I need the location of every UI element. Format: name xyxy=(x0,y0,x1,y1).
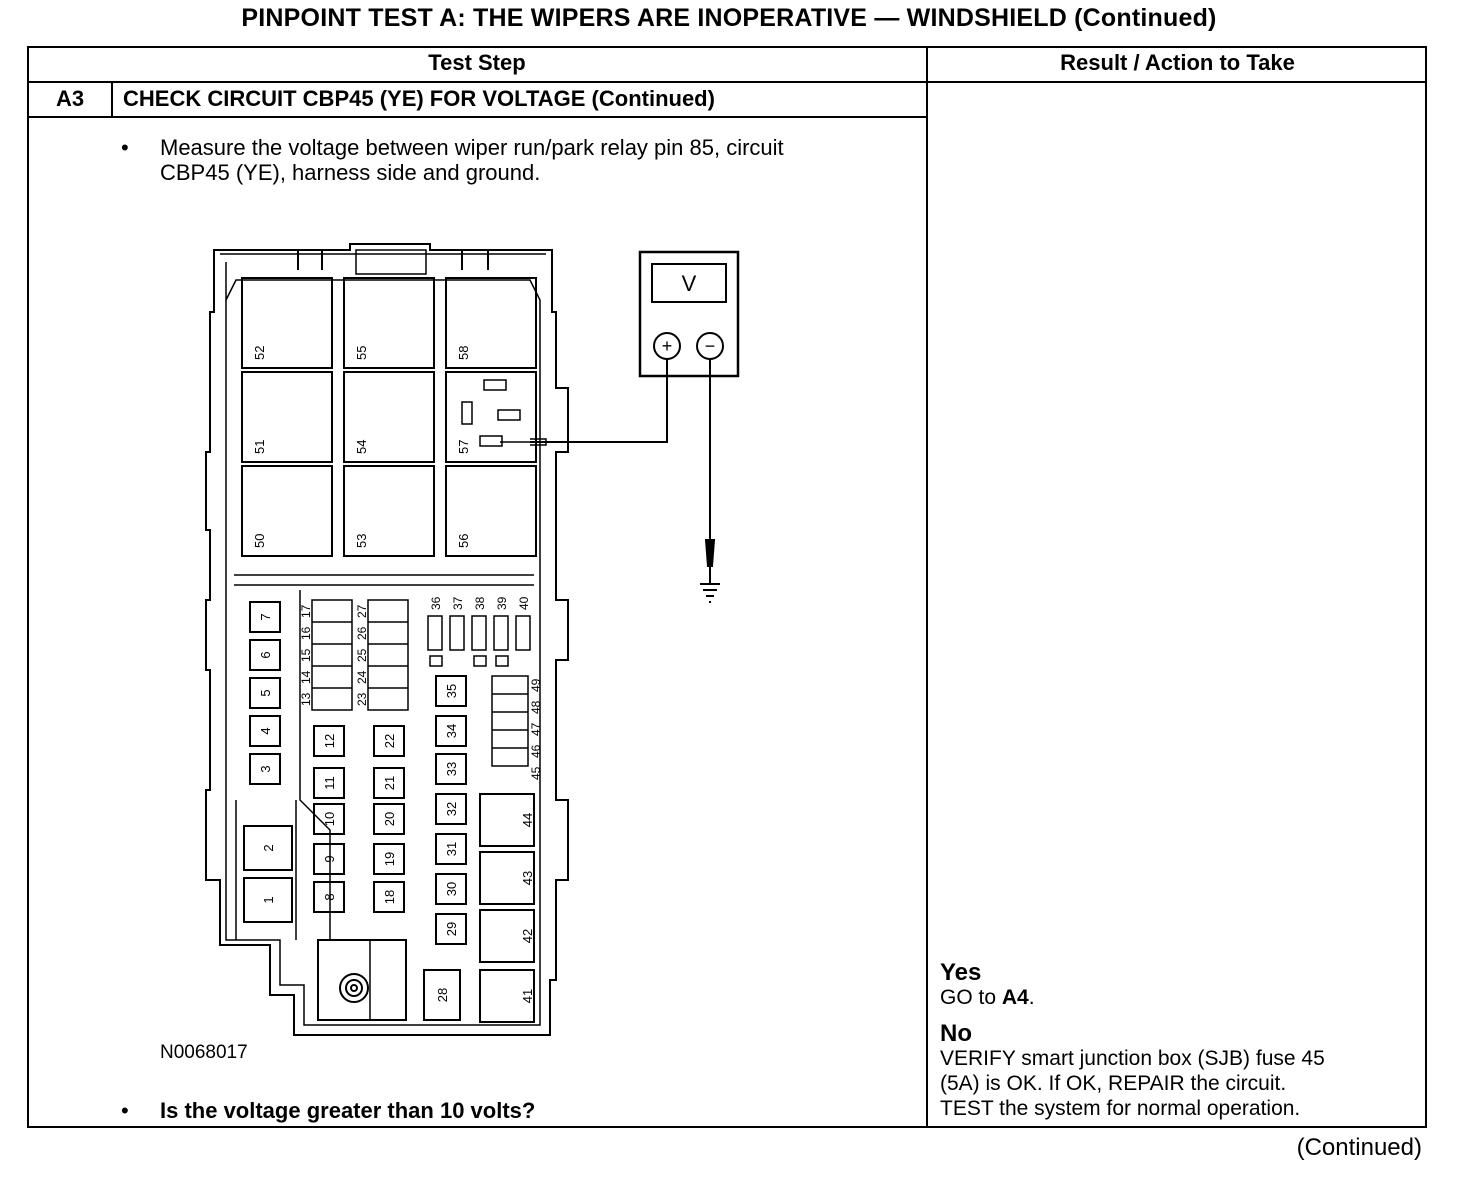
fuse-label: 1 xyxy=(261,896,276,903)
fuse-label: 10 xyxy=(322,812,337,826)
mini-fuse-label: 13 xyxy=(299,692,313,706)
relay-label: 55 xyxy=(354,346,369,360)
instruction-text: Measure the voltage between wiper run/pa… xyxy=(160,135,784,185)
voltmeter-display: V xyxy=(682,271,697,296)
mini-fuse-label: 25 xyxy=(355,648,369,662)
fuse-label: 2 xyxy=(261,844,276,851)
yes-action-target: A4 xyxy=(1001,986,1029,1009)
fuse-label: 22 xyxy=(382,734,397,748)
fuse-label: 7 xyxy=(258,613,273,620)
fuse-label: 12 xyxy=(322,734,337,748)
relay-label: 53 xyxy=(354,534,369,548)
instruction-line-1: Measure the voltage between wiper run/pa… xyxy=(160,135,784,160)
mini-fuse-label: 38 xyxy=(473,596,487,610)
no-action-line-2: (5A) is OK. If OK, REPAIR the circuit. xyxy=(940,1072,1287,1095)
relay-label: 50 xyxy=(252,534,267,548)
question-text: Is the voltage greater than 10 volts? xyxy=(160,1098,536,1123)
fuse-label: 34 xyxy=(444,724,459,738)
fuse-label: 42 xyxy=(520,929,535,943)
header-divider xyxy=(27,81,1427,83)
mini-fuse-label: 37 xyxy=(451,596,465,610)
header-result-action: Result / Action to Take xyxy=(1060,50,1295,75)
fuse-label: 43 xyxy=(520,871,535,885)
step-title: CHECK CIRCUIT CBP45 (YE) FOR VOLTAGE (Co… xyxy=(123,86,715,111)
figure-id: N0068017 xyxy=(160,1042,248,1063)
mini-fuse-label: 45 xyxy=(529,766,543,780)
fuse-label: 33 xyxy=(444,762,459,776)
step-title-divider xyxy=(27,116,927,118)
fuse-label: 41 xyxy=(520,989,535,1003)
fuse-box-diagram: 52 55 58 51 54 57 50 53 56 7 6 5 4 3 2 1 xyxy=(205,243,740,1036)
mini-fuse-label: 49 xyxy=(529,678,543,692)
fuse-label: 19 xyxy=(382,852,397,866)
fuse-label: 29 xyxy=(444,922,459,936)
mini-fuse-label: 48 xyxy=(529,700,543,714)
relay-label: 51 xyxy=(252,440,267,454)
mini-fuse-label: 39 xyxy=(495,596,509,610)
result-yes: Yes GO to A4. xyxy=(940,960,1035,1010)
plus-terminal-icon: + xyxy=(662,336,673,356)
minus-terminal-icon: − xyxy=(705,336,716,356)
relay-label: 54 xyxy=(354,440,369,454)
mini-fuse-label: 15 xyxy=(299,648,313,662)
mini-fuse-label: 26 xyxy=(355,626,369,640)
mini-fuse-label: 17 xyxy=(299,604,313,618)
fuse-label: 4 xyxy=(258,727,273,734)
bullet-marker: • xyxy=(121,1098,129,1123)
result-no: No VERIFY smart junction box (SJB) fuse … xyxy=(940,1021,1325,1121)
fuse-label: 9 xyxy=(322,855,337,862)
fuse-label: 30 xyxy=(444,882,459,896)
fuse-label: 8 xyxy=(322,893,337,900)
mini-fuse-label: 16 xyxy=(299,626,313,640)
relay-label: 56 xyxy=(456,534,471,548)
relay-label: 58 xyxy=(456,346,471,360)
fuse-label: 18 xyxy=(382,890,397,904)
fuse-label: 44 xyxy=(520,813,535,827)
continued-note: (Continued) xyxy=(1296,1134,1422,1161)
no-action-line-1: VERIFY smart junction box (SJB) fuse 45 xyxy=(940,1047,1325,1070)
yes-action: GO to A4. xyxy=(940,985,1035,1010)
step-id-divider xyxy=(111,81,113,118)
mini-fuse-label: 47 xyxy=(529,722,543,736)
mini-fuse-label: 40 xyxy=(517,596,531,610)
yes-action-prefix: GO to xyxy=(940,986,1002,1009)
instruction-line-2: CBP45 (YE), harness side and ground. xyxy=(160,160,541,185)
fuse-label: 6 xyxy=(258,651,273,658)
column-divider xyxy=(926,46,928,1128)
fuse-label: 35 xyxy=(444,684,459,698)
fuse-label: 20 xyxy=(382,812,397,826)
yes-action-suffix: . xyxy=(1028,986,1035,1009)
step-id: A3 xyxy=(55,86,85,111)
page-title: PINPOINT TEST A: THE WIPERS ARE INOPERAT… xyxy=(241,4,1217,32)
bullet-marker: • xyxy=(121,135,129,160)
fuse-label: 31 xyxy=(444,842,459,856)
mini-fuse-label: 23 xyxy=(355,692,369,706)
mini-fuse-label: 14 xyxy=(299,670,313,684)
fuse-label: 3 xyxy=(258,765,273,772)
mini-fuse-label: 27 xyxy=(355,604,369,618)
relay-label: 52 xyxy=(252,346,267,360)
relay-label: 57 xyxy=(456,440,471,454)
fuse-label: 28 xyxy=(435,988,450,1002)
test-table xyxy=(27,46,1427,1128)
mini-fuse-label: 24 xyxy=(355,670,369,684)
fuse-label: 11 xyxy=(322,776,337,790)
yes-label: Yes xyxy=(940,959,982,986)
mini-fuse-label: 36 xyxy=(429,596,443,610)
fuse-label: 5 xyxy=(258,689,273,696)
no-label: No xyxy=(940,1020,972,1047)
mini-fuse-label: 46 xyxy=(529,744,543,758)
header-test-step: Test Step xyxy=(428,50,526,75)
fuse-label: 21 xyxy=(382,776,397,790)
fuse-label: 32 xyxy=(444,802,459,816)
no-action-line-3: TEST the system for normal operation. xyxy=(940,1097,1301,1120)
